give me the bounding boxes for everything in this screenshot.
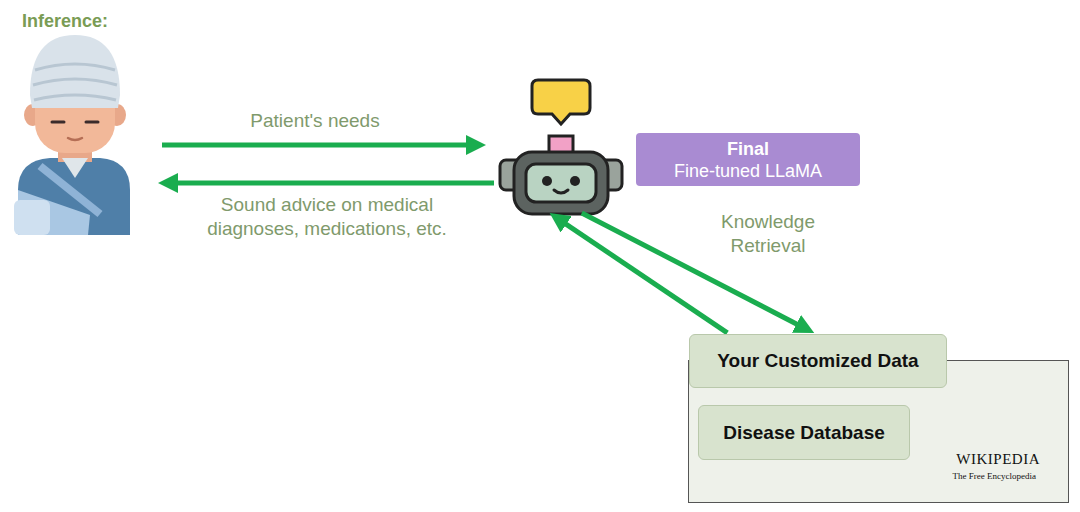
box-label: Your Customized Data [717, 349, 918, 373]
data-source-box: Your Customized Data [689, 334, 947, 388]
diagram-title: Inference: [22, 11, 108, 32]
knowledge-base-panel: WIKIPEDIAThe Free EncyclopediaYour Custo… [688, 360, 1069, 503]
wordmark: WIKIPEDIA [956, 451, 1040, 468]
box-label: Disease Database [723, 421, 885, 445]
request-arrow [162, 143, 478, 148]
model-label: Fine-tuned LLaMA [674, 160, 822, 182]
model-node: FinalFine-tuned LLaMA [495, 78, 860, 212]
model-label: Final [727, 138, 769, 160]
arrow-label: Sound advice on medical diagnoses, medic… [182, 193, 472, 241]
model-tag: FinalFine-tuned LLaMA [636, 133, 860, 186]
response-arrow [166, 181, 494, 186]
edge-label: Knowledge Retrieval [708, 210, 828, 258]
data-source-box: Disease Database [698, 405, 910, 460]
tagline: The Free Encyclopedia [953, 471, 1036, 481]
robot-figure [500, 80, 622, 214]
retrieval-arrow [556, 218, 727, 333]
arrow-label: Patient's needs [200, 109, 430, 133]
patient-figure [14, 35, 130, 235]
